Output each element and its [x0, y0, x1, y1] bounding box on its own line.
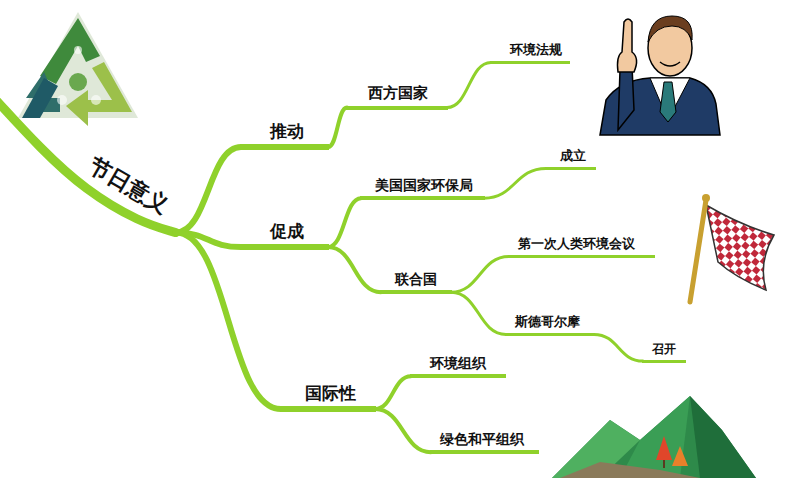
logo-dot — [69, 73, 87, 91]
topic-text: 国际性 — [305, 383, 356, 403]
branch-topic: 召开 — [642, 342, 686, 363]
logo-label: eco — [112, 24, 134, 49]
branch-line — [451, 292, 506, 334]
flag-knob — [702, 194, 710, 202]
flag-cloth — [706, 205, 774, 290]
topic-text: 环境法规 — [510, 42, 562, 57]
branch-topic: 成立 — [545, 148, 596, 170]
topic-text: 西方国家 — [368, 84, 428, 102]
topic-text: 环境组织 — [430, 355, 486, 371]
branch-line — [328, 247, 381, 292]
topic-text: 斯德哥尔摩 — [515, 314, 580, 329]
topic-text: 召开 — [652, 342, 676, 356]
branch-line — [594, 334, 643, 361]
branch-topic: 第一次人类环境会议 — [508, 236, 655, 258]
branch-topic: 美国国家环保局 — [360, 176, 485, 200]
branch-line — [375, 409, 431, 452]
logo-arrow — [40, 18, 100, 84]
mountains — [552, 396, 756, 478]
logo-label: eco — [98, 122, 120, 135]
branch-topic: 斯德哥尔摩 — [505, 314, 595, 336]
logo-dot — [74, 46, 82, 54]
logo-arrow — [22, 78, 58, 118]
trunk-branch — [0, 100, 176, 233]
tree — [672, 446, 688, 466]
tie — [660, 82, 676, 122]
branch-line — [484, 168, 546, 198]
topic-text: 第一次人类环境会议 — [518, 236, 635, 251]
arm — [618, 64, 634, 130]
logo-dot — [91, 95, 101, 105]
logo-dot — [57, 95, 67, 105]
tree — [656, 436, 672, 460]
topic-text: 美国国家环保局 — [375, 177, 473, 193]
trunk — [663, 460, 665, 468]
branch-line — [176, 233, 281, 410]
branch-line — [375, 376, 411, 409]
branch-topic: 联合国 — [380, 270, 452, 294]
logo-label: eco — [14, 52, 36, 77]
branch-topic: 国际性 — [280, 382, 376, 412]
eco-logo — [18, 12, 138, 126]
topic-text: 促成 — [270, 221, 304, 241]
mountain-face — [690, 396, 756, 478]
hair — [648, 16, 692, 42]
topic-text: 绿色和平组织 — [440, 431, 524, 447]
mouth — [660, 62, 680, 66]
branch-line — [328, 108, 347, 148]
topic-text: 联合国 — [395, 271, 437, 287]
branch-topic: 环境法规 — [490, 42, 570, 64]
branch-topic: 推动 — [240, 120, 329, 150]
hand — [618, 19, 637, 72]
logo-arrow — [66, 62, 132, 126]
businessman — [600, 16, 720, 135]
branch-topic: 绿色和平组织 — [430, 430, 539, 454]
topic-text: 成立 — [560, 148, 586, 163]
branch-topic: 环境组织 — [410, 354, 506, 378]
topic-text: 节日意义 — [84, 152, 173, 219]
branch-line — [451, 256, 509, 292]
branch-line — [447, 62, 491, 107]
branch-topic: 西方国家 — [346, 84, 448, 110]
checkered-flag — [690, 194, 774, 302]
flag-pole — [690, 200, 706, 302]
mountain-face — [620, 396, 690, 478]
branch-line — [176, 147, 241, 232]
branch-topic: 促成 — [240, 220, 329, 250]
topic-text: 推动 — [270, 121, 304, 141]
branch-line — [328, 198, 361, 247]
mountain — [552, 396, 756, 478]
